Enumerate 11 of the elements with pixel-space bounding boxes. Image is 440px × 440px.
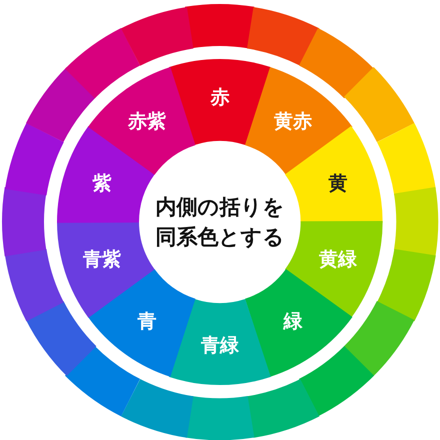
color-name-label: 青緑 xyxy=(200,336,239,356)
color-name-label: 紫 xyxy=(92,174,112,194)
color-name-label: 赤 xyxy=(210,88,230,108)
color-name-label: 黄緑 xyxy=(318,250,357,270)
center-note: 内側の括りを同系色とする xyxy=(154,194,286,251)
color-name-label: 青紫 xyxy=(83,250,122,270)
color-name-label: 青 xyxy=(138,312,157,332)
color-name-label: 黄 xyxy=(328,174,348,194)
color-name-label: 緑 xyxy=(283,312,302,332)
color-name-label: 赤紫 xyxy=(128,112,166,132)
color-name-label: 黄赤 xyxy=(274,112,312,132)
